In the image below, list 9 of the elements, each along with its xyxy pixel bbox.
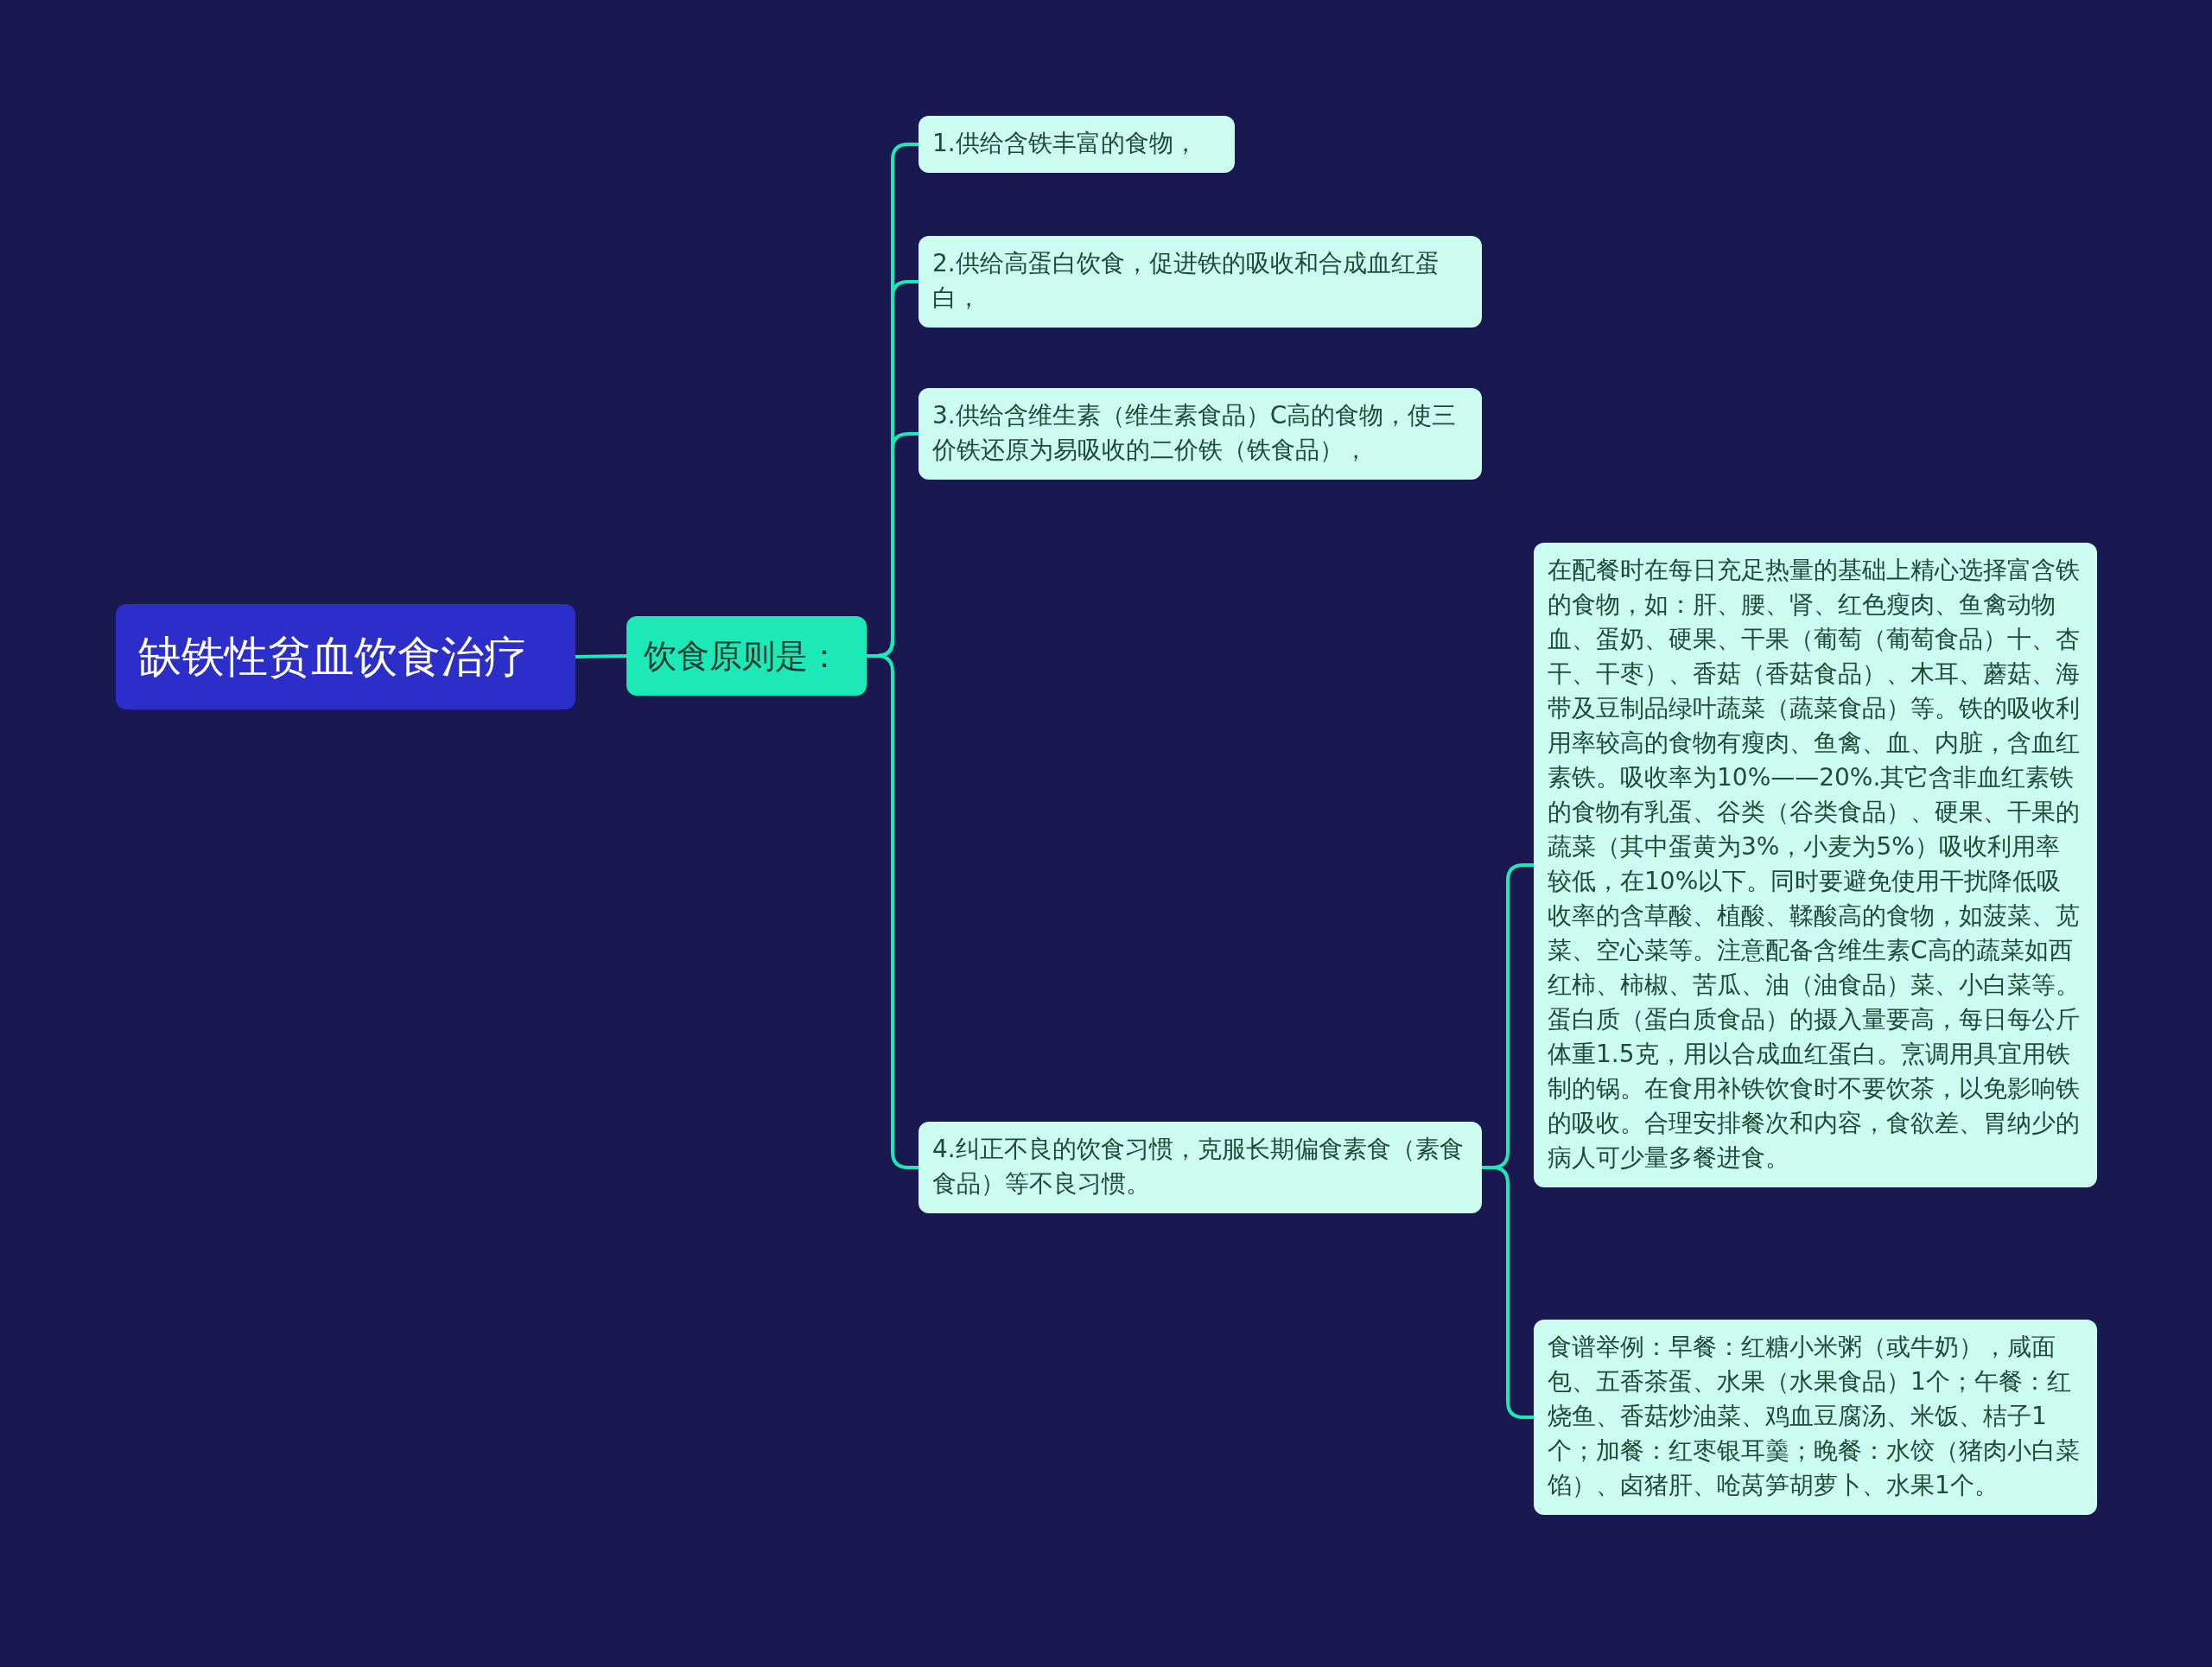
main-topic-box: 饮食原则是： <box>626 616 867 696</box>
subtopic-box: 1.供给含铁丰富的食物， <box>918 116 1235 173</box>
subtopic-box: 食谱举例：早餐：红糖小米粥（或牛奶），咸面包、五香茶蛋、水果（水果食品）1个；午餐：红烧鱼、香菇炒油菜、鸡血豆腐汤、米饭、桔子1个；加餐：红枣银耳羹；晚餐：水饺（猪肉小白菜馅）、卤猪肝、呛莴笋胡萝卜、水果1个。 <box>1534 1320 2097 1515</box>
subtopic-box: 4.纠正不良的饮食习惯，克服长期偏食素食（素食食品）等不良习惯。 <box>918 1122 1482 1213</box>
connector <box>575 654 627 659</box>
subtopic-box: 在配餐时在每日充足热量的基础上精心选择富含铁的食物，如：肝、腰、肾、红色瘦肉、鱼禽动物血、蛋奶、硬果、干果（葡萄（葡萄食品）十、杏干、干枣）、香菇（香菇食品）、木耳、蘑菇、海带及豆制品绿叶蔬菜（蔬菜食品）等。铁的吸收利用率较高的食物有瘦肉、鱼禽、血、内脏，含血红素铁。吸收率为10%——20%.其它含非血红素铁的食物有乳蛋、谷类（谷类食品）、硬果、干果的蔬菜（其中蛋黄为3%，小麦为5%）吸收利用率较低，在10%以下。同时要避免使用干扰降低吸收率的含草酸、植酸、鞣酸高的食物，如菠菜、苋菜、空心菜等。注意配备含维生素C高的蔬菜如西红柿、柿椒、苦瓜、油（油食品）菜、小白菜等。蛋白质（蛋白质食品）的摄入量要高，每日每公斤体重1.5克，用以合成血红蛋白。烹调用具宜用铁制的锅。在食用补铁饮食时不要饮茶，以免影响铁的吸收。合理安排餐次和内容，食欲差、胃纳少的病人可少量多餐进食。 <box>1534 543 2097 1187</box>
subtopic-box: 3.供给含维生素（维生素食品）C高的食物，使三价铁还原为易吸收的二价铁（铁食品）， <box>918 388 1482 480</box>
root-topic-box: 缺铁性贫血饮食治疗 <box>116 604 575 709</box>
subtopic-box: 2.供给高蛋白饮食，促进铁的吸收和合成血红蛋白， <box>918 236 1482 328</box>
